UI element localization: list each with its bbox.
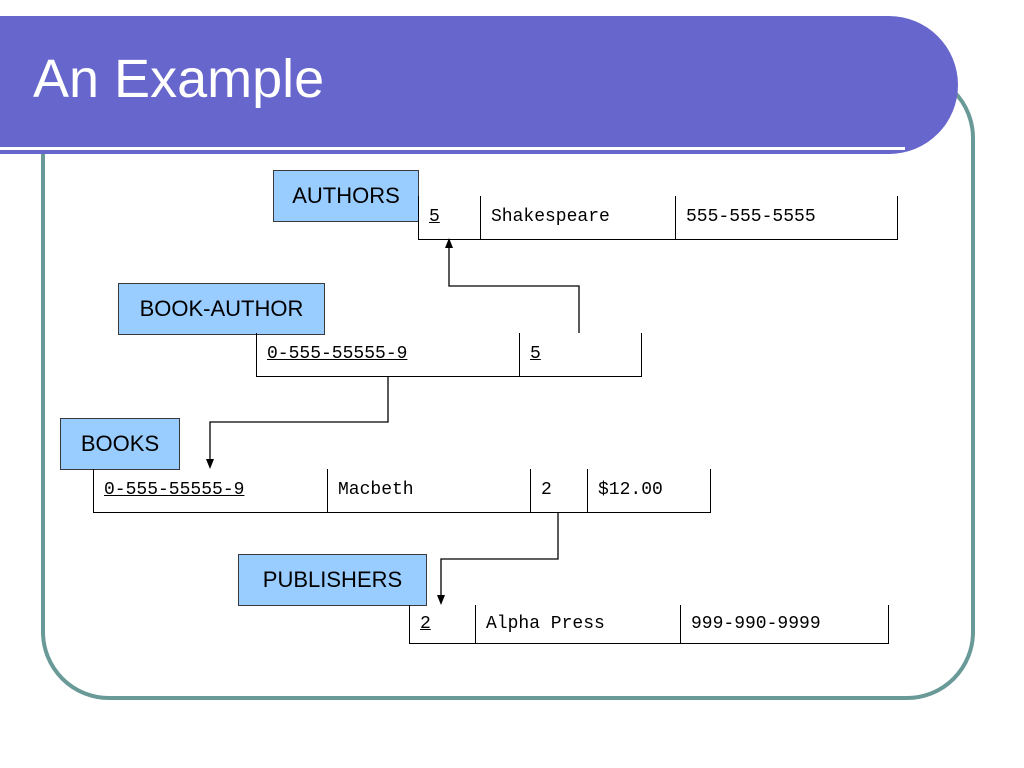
books-label: BOOKS	[60, 418, 180, 470]
arrowhead-down-icon	[437, 595, 445, 605]
book-author-author-id-cell: 5	[519, 333, 642, 377]
table-row: 2 Alpha Press 999-990-9999	[409, 605, 889, 644]
book-author-record: 0-555-55555-9 5	[256, 333, 642, 377]
books-record: 0-555-55555-9 Macbeth 2 $12.00	[93, 469, 711, 513]
content-frame	[41, 70, 975, 700]
books-to-publishers-connector	[440, 512, 559, 597]
book-author-label: BOOK-AUTHOR	[118, 283, 325, 335]
table-row: 0-555-55555-9 5	[256, 333, 642, 377]
books-price-cell: $12.00	[587, 469, 711, 513]
publishers-id-cell: 2	[409, 605, 476, 644]
books-title-cell: Macbeth	[327, 469, 531, 513]
publishers-name-cell: Alpha Press	[475, 605, 681, 644]
authors-phone-cell: 555-555-5555	[675, 196, 898, 240]
slide-title: An Example	[33, 49, 325, 109]
title-bar	[0, 16, 958, 154]
book-author-to-books-connector	[209, 376, 389, 461]
arrowhead-up-icon	[445, 238, 453, 248]
publishers-phone-cell: 999-990-9999	[680, 605, 889, 644]
table-row: 5 Shakespeare 555-555-5555	[418, 196, 898, 240]
publishers-label: PUBLISHERS	[238, 554, 427, 606]
table-row: 0-555-55555-9 Macbeth 2 $12.00	[93, 469, 711, 513]
books-isbn-cell: 0-555-55555-9	[93, 469, 328, 513]
book-author-to-authors-connector	[448, 246, 580, 333]
publishers-record: 2 Alpha Press 999-990-9999	[409, 605, 889, 644]
arrowhead-down-icon	[206, 459, 214, 469]
book-author-isbn-cell: 0-555-55555-9	[256, 333, 520, 377]
books-publisher-id-cell: 2	[530, 469, 588, 513]
title-underline	[0, 147, 905, 150]
authors-name-cell: Shakespeare	[480, 196, 676, 240]
authors-label: AUTHORS	[273, 170, 419, 222]
authors-record: 5 Shakespeare 555-555-5555	[418, 196, 898, 240]
